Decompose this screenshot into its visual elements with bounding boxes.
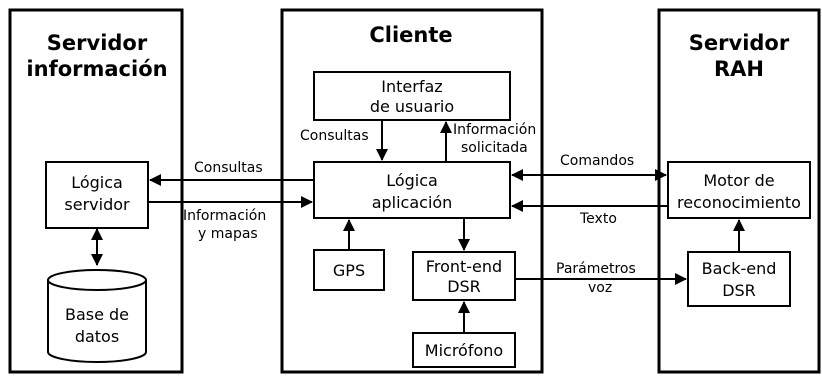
info-server-title-line1: Servidor [47, 31, 148, 55]
label-consultas-ui: Consultas [300, 128, 369, 144]
front-end-dsr-label-1: Front-end [426, 257, 502, 276]
logica-aplicacion-label-1: Lógica [386, 171, 438, 190]
client-title: Cliente [369, 23, 452, 47]
logica-servidor-box: Lógica servidor [45, 161, 149, 229]
label-texto: Texto [579, 211, 617, 227]
label-parametros-2: voz [588, 280, 612, 296]
back-end-dsr-label-2: DSR [722, 281, 756, 300]
motor-reconocimiento-box: Motor de reconocimiento [667, 161, 811, 219]
interfaz-usuario-label-2: de usuario [370, 97, 454, 116]
rah-server-title-line1: Servidor [689, 31, 790, 55]
microfono-label: Micrófono [425, 341, 503, 360]
database-label-1: Base de [65, 305, 129, 324]
motor-reconocimiento-label-2: reconocimiento [677, 193, 801, 212]
logica-servidor-label-1: Lógica [71, 173, 123, 192]
label-info-solicitada-2: solicitada [461, 140, 528, 156]
motor-reconocimiento-label-1: Motor de [703, 171, 774, 190]
microfono-box: Micrófono [412, 332, 516, 368]
logica-aplicacion-label-2: aplicación [372, 193, 453, 212]
info-server-title-line2: información [26, 57, 167, 81]
front-end-dsr-box: Front-end DSR [412, 251, 516, 301]
front-end-dsr-label-2: DSR [447, 277, 481, 296]
gps-box: GPS [313, 249, 385, 291]
interfaz-usuario-box: Interfaz de usuario [313, 71, 511, 121]
label-comandos: Comandos [560, 153, 634, 169]
label-info-mapas-2: y mapas [198, 226, 258, 242]
back-end-dsr-label-1: Back-end [702, 259, 777, 278]
back-end-dsr-box: Back-end DSR [687, 251, 791, 307]
label-info-mapas-1: Información [183, 208, 266, 224]
label-consultas-server: Consultas [194, 160, 263, 176]
gps-label: GPS [333, 261, 365, 280]
logica-aplicacion-box: Lógica aplicación [313, 161, 511, 219]
rah-server-title-line2: RAH [714, 57, 764, 81]
database-cylinder: Base de datos [47, 269, 147, 363]
label-info-solicitada-1: Información [453, 122, 536, 138]
database-label-2: datos [75, 327, 119, 346]
interfaz-usuario-label-1: Interfaz [381, 77, 442, 96]
label-parametros-1: Parámetros [556, 261, 636, 277]
logica-servidor-label-2: servidor [64, 195, 130, 214]
